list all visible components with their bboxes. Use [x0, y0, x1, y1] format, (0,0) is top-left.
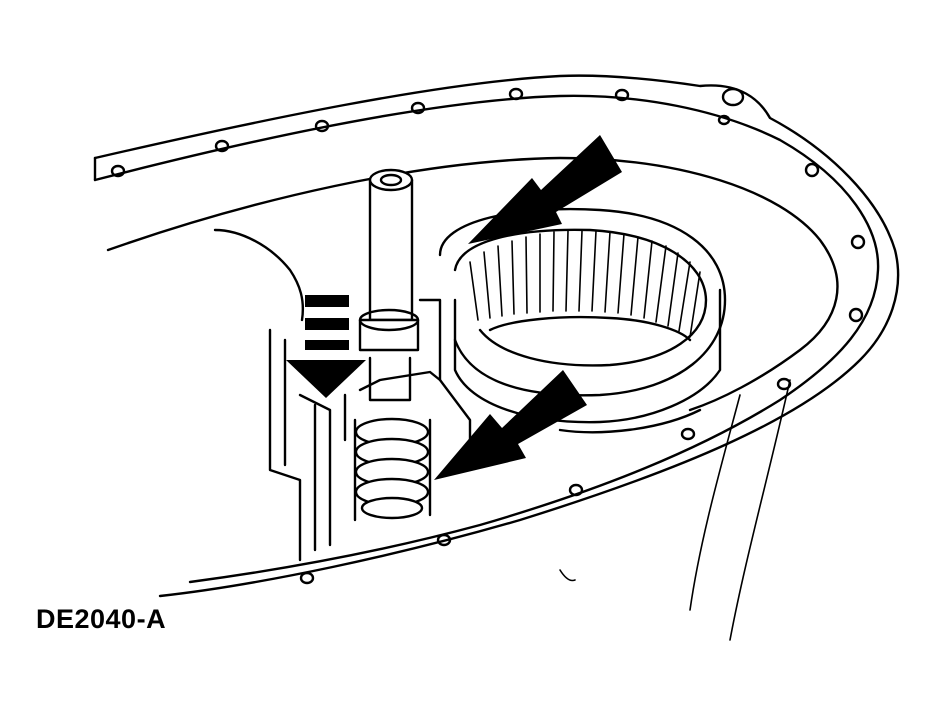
- case-flange: [93, 74, 900, 641]
- case-internal-wall: [268, 298, 472, 562]
- figure-id-label: DE2040-A: [36, 604, 167, 634]
- bolt-holes: [110, 87, 866, 585]
- pointer-arrow-icon: [468, 135, 622, 244]
- downward-arrow-icon: [286, 295, 366, 398]
- pointer-arrow-icon: [434, 370, 587, 480]
- servo-assembly: [353, 168, 432, 522]
